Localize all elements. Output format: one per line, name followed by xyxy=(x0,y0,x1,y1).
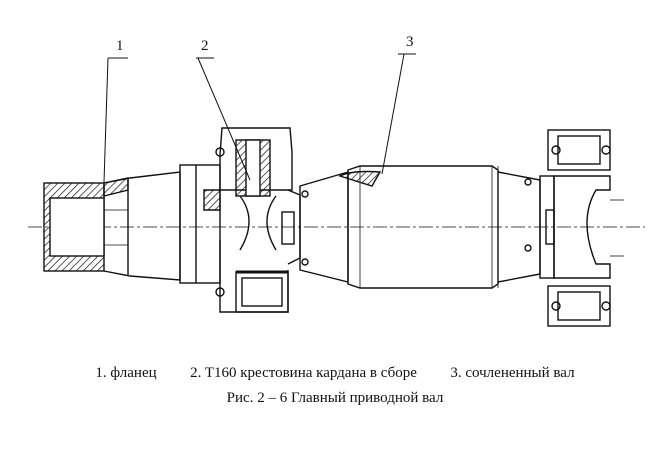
callout-3: 3 xyxy=(406,34,414,50)
legend-item-3: 3. сочлененный вал xyxy=(450,365,575,381)
leader-lines xyxy=(103,53,416,183)
right-yoke xyxy=(524,129,624,327)
universal-joint-cross xyxy=(239,189,309,266)
callout-2: 2 xyxy=(201,38,209,54)
figure-caption: Рис. 2 – 6 Главный приводной вал xyxy=(226,390,444,406)
flange-part xyxy=(43,171,181,281)
legend-item-2: 2. T160 крестовина кардана в сборе xyxy=(190,365,417,381)
legend-item-1: 1. фланец xyxy=(95,365,157,381)
left-yoke xyxy=(179,127,293,313)
callout-1: 1 xyxy=(116,38,124,54)
parts-legend: 1. фланец 2. T160 крестовина кардана в с… xyxy=(0,365,670,382)
